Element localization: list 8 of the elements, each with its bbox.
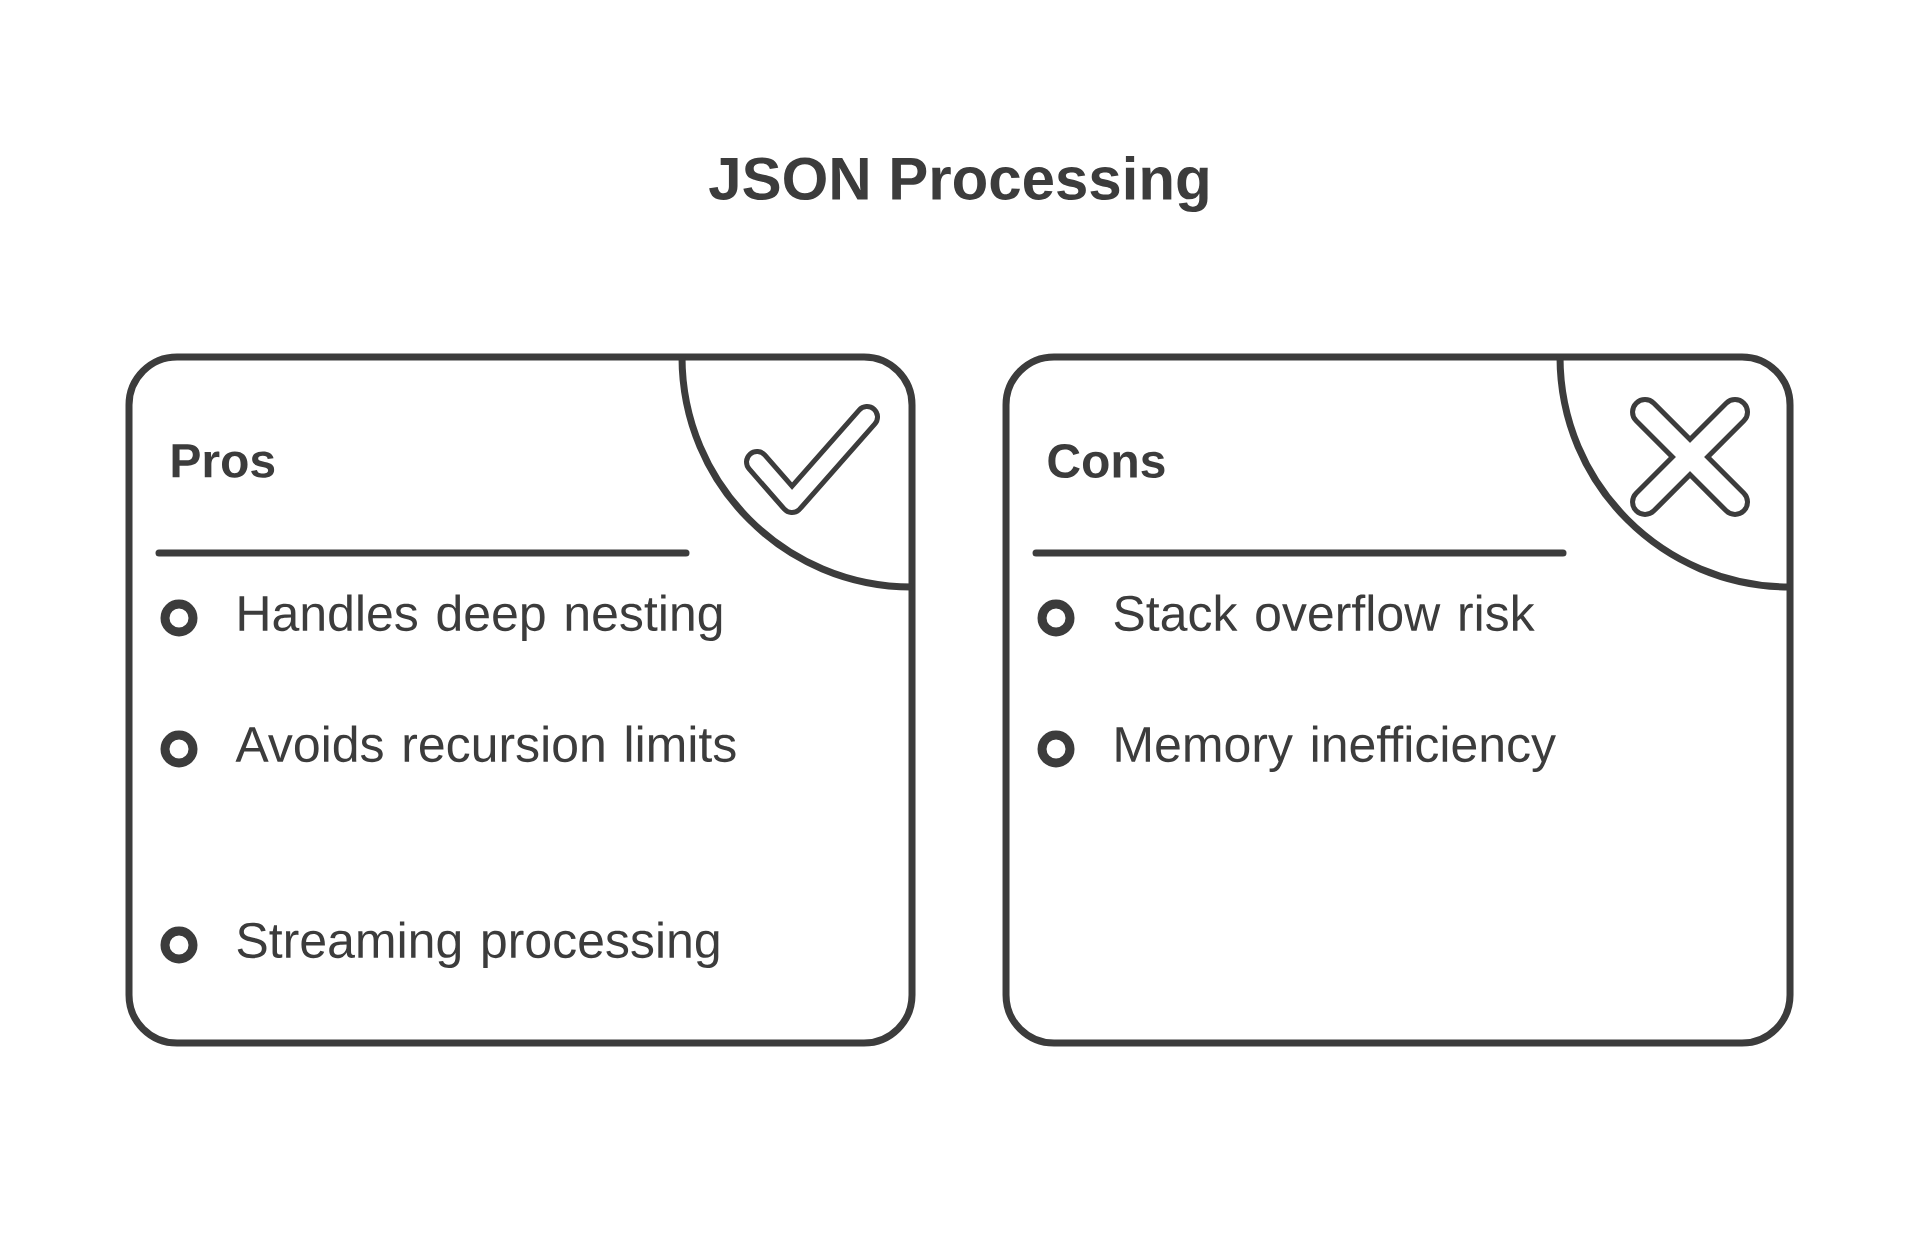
list-item: Stack overflow risk	[1114, 594, 1535, 632]
list-item: Handles deep nesting	[239, 594, 722, 641]
list-item: Memory inefficiency	[1116, 725, 1556, 772]
list-item: Streaming processing	[237, 921, 719, 969]
list-item: Avoids recursion limits	[235, 725, 736, 763]
title: JSON Processing	[709, 155, 1208, 213]
card-heading: Pros	[172, 444, 275, 478]
card-heading: Cons	[1048, 444, 1165, 478]
